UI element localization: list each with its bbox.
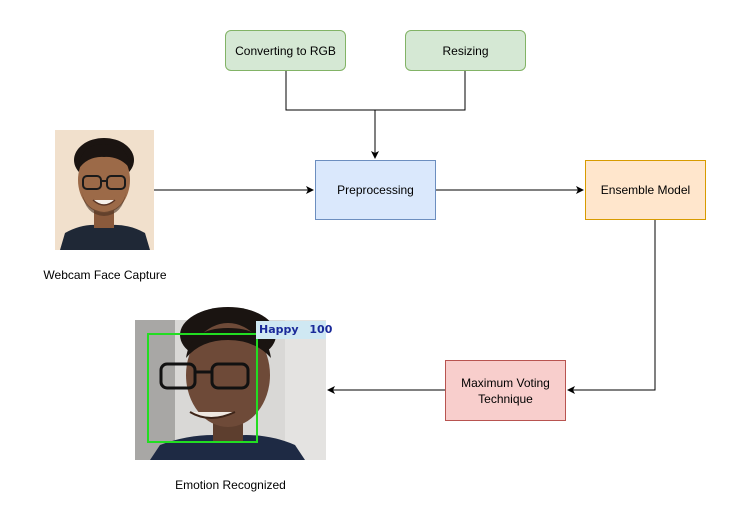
detection-box	[147, 333, 258, 443]
webcam-face-photo	[55, 130, 154, 250]
node-resizing: Resizing	[405, 30, 526, 71]
node-ensemble-model-label: Ensemble Model	[600, 183, 691, 197]
result-caption: Emotion Recognized	[175, 478, 286, 492]
node-preprocessing-label: Preprocessing	[337, 183, 414, 197]
node-maximum-voting-label: Maximum Voting Technique	[461, 375, 550, 406]
edge-rgb-to-merge	[285, 70, 375, 111]
node-maximum-voting: Maximum Voting Technique	[445, 360, 566, 421]
detection-score: 100	[309, 323, 333, 336]
webcam-caption: Webcam Face Capture	[43, 268, 167, 282]
detected-face-icon	[135, 307, 326, 460]
person-portrait-icon	[55, 130, 154, 250]
node-converting-to-rgb-label: Converting to RGB	[235, 43, 336, 58]
node-preprocessing: Preprocessing	[315, 160, 436, 220]
detection-label: Happy 100	[256, 321, 332, 339]
emotion-result-photo: Happy 100	[135, 307, 332, 460]
edge-ensemble-to-voting	[567, 220, 656, 394]
node-ensemble-model: Ensemble Model	[585, 160, 706, 220]
node-converting-to-rgb: Converting to RGB	[225, 30, 346, 71]
node-resizing-label: Resizing	[442, 43, 489, 58]
detection-emotion: Happy	[259, 323, 299, 336]
edge-resize-to-merge	[375, 70, 466, 111]
